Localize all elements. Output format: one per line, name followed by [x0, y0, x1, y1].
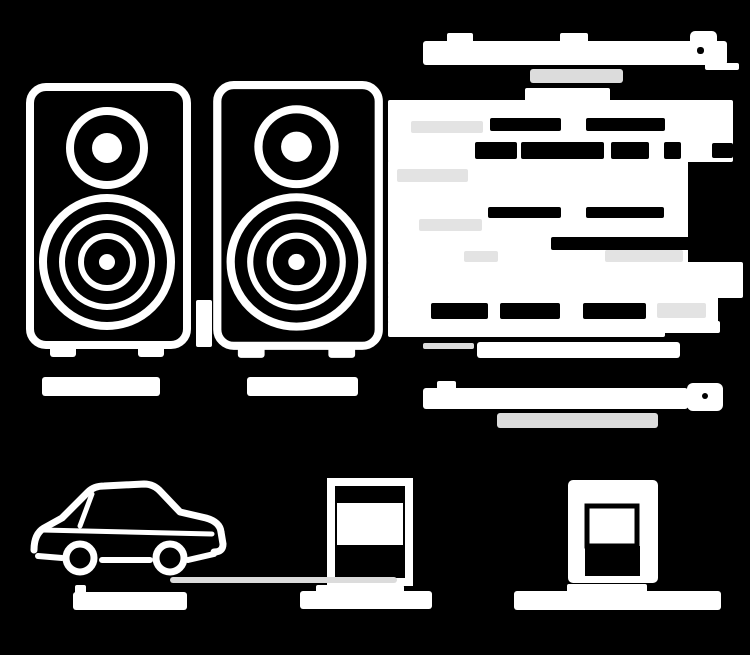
- title-ascender-b: [560, 33, 588, 43]
- speaker-foot-left: [50, 346, 76, 357]
- car-windshield-line: [77, 491, 95, 529]
- panel-faint-5: [605, 250, 683, 262]
- station-outline-screen: [337, 503, 403, 545]
- car-belt-line: [39, 527, 215, 537]
- car-body-outline: [30, 480, 227, 556]
- title-bar: [423, 41, 727, 65]
- title-ascender-a: [447, 33, 473, 43]
- panel-text-4: [551, 237, 690, 250]
- panel-text-1a: [490, 118, 561, 131]
- panel-row-c: [388, 262, 743, 298]
- speaker-cabinet: [26, 83, 191, 349]
- speaker-foot-right: [138, 346, 164, 357]
- car-label: [73, 592, 187, 610]
- woofer-inner-ring: [266, 232, 327, 292]
- panel-text-3b: [586, 207, 664, 218]
- speaker-left-label: [42, 377, 160, 396]
- station-filled-illustration: [568, 480, 658, 583]
- car-front-wheel: [62, 540, 98, 576]
- station1-label: [300, 591, 432, 609]
- woofer-outer-ring: [39, 194, 175, 330]
- panel-text-3a: [488, 207, 561, 218]
- woofer-mid-ring: [59, 214, 155, 310]
- section2-subtitle-bar: [497, 413, 658, 428]
- panel-faint-3: [419, 219, 482, 231]
- subtitle-bar: [530, 69, 623, 83]
- panel-text-2a: [475, 142, 517, 159]
- panel-text-1b: [586, 118, 665, 131]
- bookshelf-speaker-right: [213, 81, 383, 358]
- car-label-ascender: [75, 585, 86, 594]
- tweeter-dome: [281, 131, 312, 162]
- panel-text-2d: [664, 142, 681, 159]
- speakers-adjoining-edge: [196, 300, 212, 347]
- panel-faint-4: [464, 251, 498, 262]
- woofer-dust-cap: [288, 253, 305, 271]
- panel-faint-6: [657, 303, 706, 318]
- car-rocker-line: [35, 551, 217, 563]
- station-filled-upper-screen: [584, 503, 640, 549]
- speaker-foot-left: [237, 346, 265, 358]
- speaker-cabinet: [213, 81, 383, 350]
- section2-title-ascender: [437, 381, 456, 390]
- speaker-right-label: [247, 377, 358, 396]
- station-filled-lower-screen: [585, 546, 640, 576]
- station-outline-illustration: [327, 478, 413, 586]
- panel-row-e-nub: [660, 321, 720, 333]
- panel-faint-2: [397, 169, 468, 182]
- bookshelf-speaker-left: [26, 83, 191, 357]
- section2-title-bar: [423, 388, 688, 409]
- cable-line: [170, 577, 397, 583]
- gear-icon-bottom-center: [702, 393, 708, 399]
- panel-text-2b: [521, 142, 604, 159]
- panel-caption-lead: [423, 343, 474, 349]
- station2-label: [514, 591, 721, 610]
- panel-caption-bar: [477, 342, 680, 358]
- station2-label-ascender: [567, 584, 647, 593]
- panel-text-5c: [583, 303, 646, 319]
- panel-text-5b: [500, 303, 560, 319]
- panel-text-5a: [431, 303, 488, 319]
- panel-row-e: [388, 321, 665, 337]
- gear-icon-top-center: [697, 47, 704, 54]
- speaker-foot-right: [328, 346, 356, 358]
- woofer-outer-ring: [226, 193, 367, 331]
- woofer-mid-ring: [247, 213, 346, 311]
- woofer-inner-ring: [78, 233, 136, 291]
- panel-faint-1: [411, 121, 483, 133]
- title-tail: [705, 63, 739, 70]
- panel-text-2c: [611, 142, 649, 159]
- car-illustration: [30, 480, 227, 576]
- tweeter-ring: [254, 105, 339, 189]
- car-rear-wheel: [152, 540, 188, 576]
- tweeter-ring: [66, 107, 148, 189]
- panel-text-2e: [712, 143, 733, 158]
- tweeter-dome: [92, 133, 122, 163]
- woofer-dust-cap: [99, 254, 115, 270]
- station1-label-ascender: [316, 585, 404, 593]
